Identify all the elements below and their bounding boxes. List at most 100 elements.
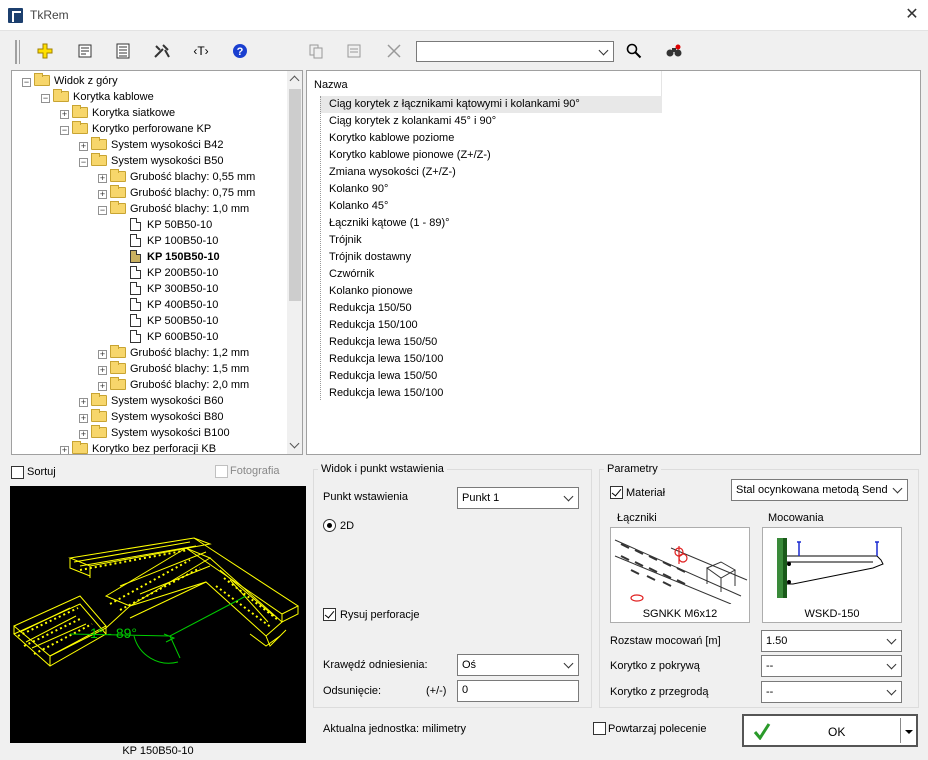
list-item[interactable]: Łączniki kątowe (1 - 89)° xyxy=(329,217,450,229)
divider-select[interactable]: -- xyxy=(761,681,902,703)
tree-item[interactable]: KP 50B50-10 xyxy=(117,217,212,233)
element-list[interactable]: Nazwa xyxy=(306,70,921,455)
list-header[interactable]: Nazwa xyxy=(307,71,662,96)
search-icon[interactable] xyxy=(622,39,646,63)
draw-perforations-checkbox[interactable] xyxy=(323,608,336,621)
help-icon[interactable]: ? xyxy=(228,39,252,63)
tree-item[interactable]: KP 600B50-10 xyxy=(117,329,218,345)
close-button[interactable]: ✕ xyxy=(905,6,919,23)
list-item[interactable]: Redukcja lewa 150/100 xyxy=(329,353,444,365)
list-item[interactable]: Korytko kablowe pionowe (Z+/Z-) xyxy=(329,149,491,161)
list-item[interactable]: Redukcja 150/100 xyxy=(329,319,418,331)
tree-item[interactable]: +System wysokości B42 xyxy=(79,137,223,153)
tree-item[interactable]: −Widok z góry xyxy=(22,73,118,89)
mode-2d-radio[interactable] xyxy=(323,519,336,532)
mounting-button[interactable]: WSKD-150 xyxy=(762,527,902,623)
collapse-icon[interactable]: − xyxy=(79,157,88,167)
list-item[interactable]: Kolanko 90° xyxy=(329,183,389,195)
expand-icon[interactable]: + xyxy=(98,349,107,359)
scroll-up-icon[interactable] xyxy=(289,75,300,86)
list-item[interactable]: Ciąg korytek z kolankami 45° i 90° xyxy=(329,115,497,127)
cover-select[interactable]: -- xyxy=(761,655,902,677)
expand-icon[interactable]: + xyxy=(79,413,88,423)
list-item[interactable]: Korytko kablowe poziome xyxy=(329,132,455,144)
expand-icon[interactable]: + xyxy=(98,189,107,199)
tree-item[interactable]: +Grubość blachy: 1,2 mm xyxy=(98,345,249,361)
connector-button[interactable]: SGNKK M6x12 xyxy=(610,527,750,623)
list-icon[interactable] xyxy=(111,39,135,63)
list-item[interactable]: Kolanko 45° xyxy=(329,200,389,212)
offset-input[interactable]: 0 xyxy=(457,680,579,702)
ok-button[interactable]: OK xyxy=(742,714,918,747)
expand-icon[interactable]: + xyxy=(60,109,69,119)
tree-item[interactable]: −Korytko perforowane KP xyxy=(60,121,211,137)
tree-item[interactable]: −System wysokości B50 xyxy=(79,153,223,169)
expand-icon[interactable]: + xyxy=(79,397,88,407)
list-item[interactable]: Czwórnik xyxy=(329,268,375,280)
list-item[interactable]: Redukcja 150/50 xyxy=(329,302,412,314)
ref-edge-select[interactable]: Oś xyxy=(457,654,579,676)
tree-item[interactable]: +Grubość blachy: 0,75 mm xyxy=(98,185,255,201)
scroll-down-icon[interactable] xyxy=(289,438,300,449)
tree-item[interactable]: KP 200B50-10 xyxy=(117,265,218,281)
folder-icon xyxy=(110,361,126,374)
properties-icon[interactable] xyxy=(73,39,97,63)
list-item[interactable]: Trójnik dostawny xyxy=(329,251,412,263)
insert-point-select[interactable]: Punkt 1 xyxy=(457,487,579,509)
category-tree[interactable]: −Widok z góry−Korytka kablowe+Korytka si… xyxy=(11,70,303,455)
expand-icon[interactable]: + xyxy=(98,173,107,183)
expand-icon[interactable]: + xyxy=(98,381,107,391)
tools-icon[interactable] xyxy=(150,39,174,63)
collapse-icon[interactable]: − xyxy=(22,77,31,87)
repeat-checkbox[interactable] xyxy=(593,722,606,735)
tree-item[interactable]: KP 300B50-10 xyxy=(117,281,218,297)
tree-item[interactable]: KP 400B50-10 xyxy=(117,297,218,313)
tree-item[interactable]: KP 100B50-10 xyxy=(117,233,218,249)
tree-item[interactable]: +Grubość blachy: 1,5 mm xyxy=(98,361,249,377)
list-item[interactable]: Ciąg korytek z łącznikami kątowymi i kol… xyxy=(329,98,580,110)
scroll-thumb[interactable] xyxy=(289,89,301,301)
copy-icon[interactable] xyxy=(304,39,328,63)
tree-item[interactable]: +Korytka siatkowe xyxy=(60,105,175,121)
sort-checkbox[interactable] xyxy=(11,466,24,479)
tree-item[interactable]: +Grubość blachy: 2,0 mm xyxy=(98,377,249,393)
tree-item[interactable]: +Korytko bez perforacji KB xyxy=(60,441,216,455)
tree-item[interactable]: +Grubość blachy: 0,55 mm xyxy=(98,169,255,185)
collapse-icon[interactable]: − xyxy=(41,93,50,103)
tree-item[interactable]: KP 150B50-10 xyxy=(117,249,220,265)
expand-icon[interactable]: + xyxy=(98,365,107,375)
material-select[interactable]: Stal ocynkowana metodą Sendz xyxy=(731,479,908,501)
text-tag-icon[interactable]: ‹T› xyxy=(193,44,209,58)
search-combo[interactable] xyxy=(416,41,614,62)
expand-icon[interactable]: + xyxy=(60,445,69,455)
list-item[interactable]: Redukcja lewa 150/50 xyxy=(329,370,438,382)
ok-dropdown-icon[interactable] xyxy=(903,722,915,740)
spacing-select[interactable]: 1.50 xyxy=(761,630,902,652)
tree-item[interactable]: −Grubość blachy: 1,0 mm xyxy=(98,201,249,217)
list-item[interactable]: Redukcja lewa 150/100 xyxy=(329,387,444,399)
ok-split-divider xyxy=(900,718,901,743)
list-item[interactable]: Zmiana wysokości (Z+/Z-) xyxy=(329,166,456,178)
list-item[interactable]: Trójnik xyxy=(329,234,362,246)
tree-item[interactable]: +System wysokości B100 xyxy=(79,425,230,441)
tree-item[interactable]: +System wysokości B60 xyxy=(79,393,223,409)
tree-item[interactable]: +System wysokości B80 xyxy=(79,409,223,425)
list-item[interactable]: Redukcja lewa 150/50 xyxy=(329,336,438,348)
find-binoculars-icon[interactable] xyxy=(662,39,686,63)
expand-icon[interactable]: + xyxy=(79,141,88,151)
photo-checkbox[interactable] xyxy=(215,465,228,478)
expand-icon[interactable]: + xyxy=(79,429,88,439)
delete-icon[interactable] xyxy=(382,39,406,63)
toolbar-grip[interactable] xyxy=(15,40,20,64)
folder-icon xyxy=(72,105,88,118)
collapse-icon[interactable]: − xyxy=(60,125,69,135)
tree-scrollbar[interactable] xyxy=(287,71,302,454)
paste-icon[interactable] xyxy=(342,39,366,63)
title-bar xyxy=(0,0,928,31)
add-icon[interactable] xyxy=(33,39,57,63)
tree-item[interactable]: −Korytka kablowe xyxy=(41,89,154,105)
collapse-icon[interactable]: − xyxy=(98,205,107,215)
list-item[interactable]: Kolanko pionowe xyxy=(329,285,413,297)
tree-item[interactable]: KP 500B50-10 xyxy=(117,313,218,329)
material-checkbox[interactable] xyxy=(610,486,623,499)
